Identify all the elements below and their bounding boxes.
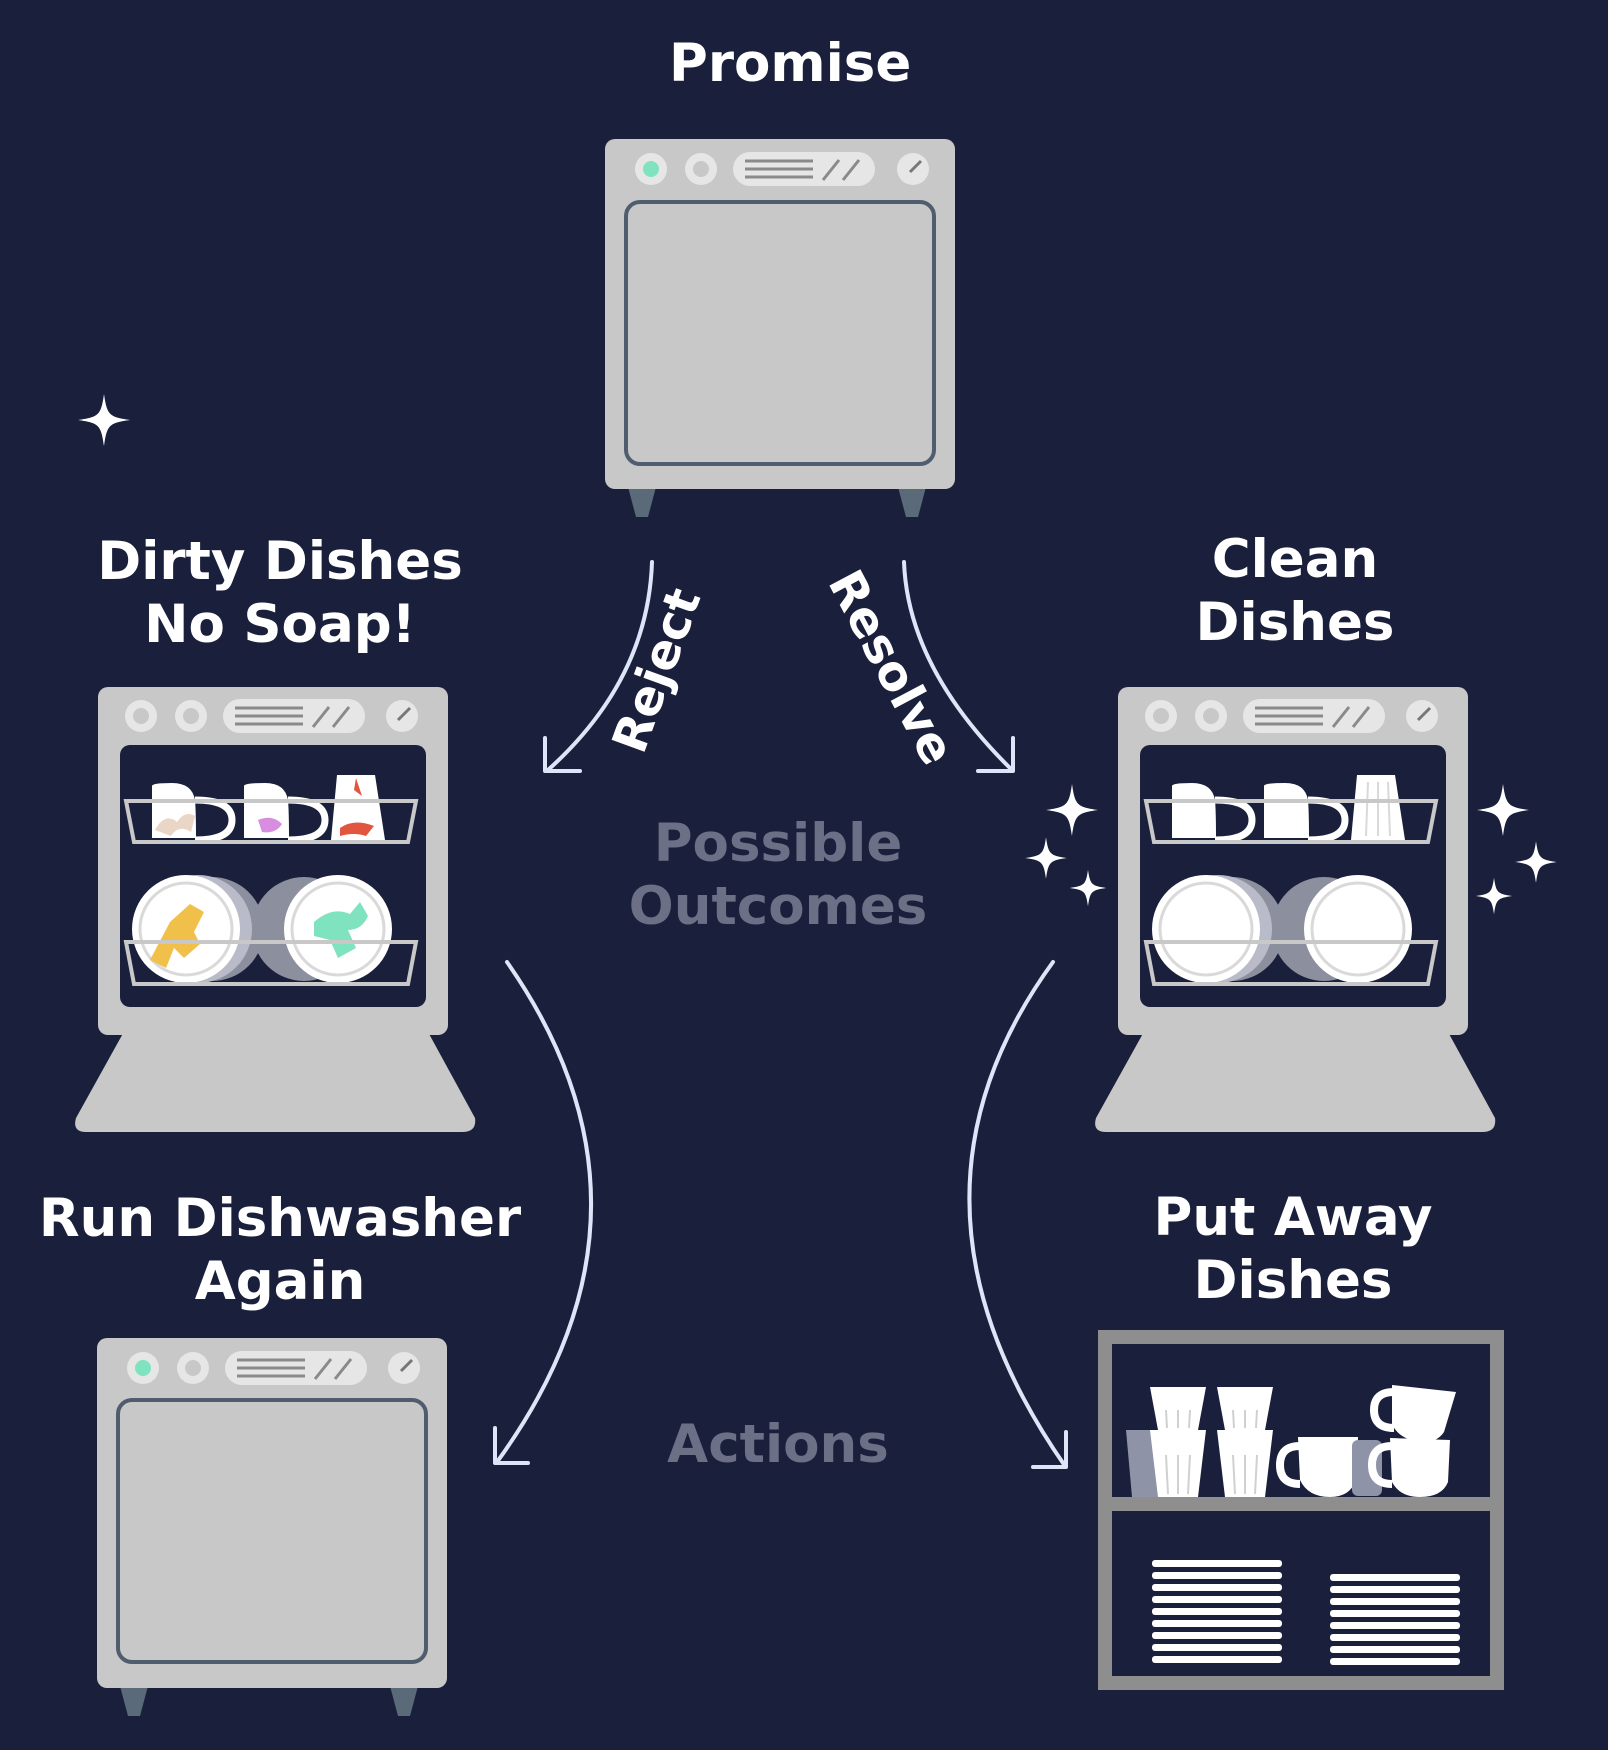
run-again-dishwasher [97,1338,447,1716]
put-away-label: Put Away Dishes [1093,1186,1493,1312]
promise-title: Promise [669,33,912,94]
sparkle-icon [1025,837,1067,879]
put-away-label-line1: Put Away [1153,1187,1433,1248]
sparkle-icon [1515,841,1557,883]
reject-arrowhead [543,736,582,773]
possible-outcomes-line2: Outcomes [628,876,928,937]
sparkle-icon [1069,869,1107,907]
dirty-dishes-label-line2: No Soap! [144,594,416,655]
rerun-arrowhead [493,1426,530,1465]
resolve-label: Resolve [817,561,966,774]
run-again-label-line2: Again [194,1251,366,1312]
promise-dishwasher [605,139,955,517]
dish-cabinet [1098,1330,1504,1690]
put-away-arrowhead [1031,1430,1068,1469]
resolve-arrow [902,560,1014,772]
reject-label: Reject [602,581,713,760]
clean-dishes-label-line1: Clean [1211,529,1379,590]
resolve-arrowhead [976,736,1015,773]
possible-outcomes-label: Possible Outcomes [578,812,978,938]
rerun-arrow [495,960,593,1464]
actions-label: Actions [667,1414,889,1475]
sparkle-icon [1046,784,1098,836]
put-away-arrow [967,960,1067,1468]
sparkle-icon [78,394,130,446]
possible-outcomes-line1: Possible [653,813,903,874]
sparkle-icon [1477,784,1529,836]
sparkle-icon [1475,877,1513,915]
dirty-dishes-label: Dirty Dishes No Soap! [80,530,480,656]
dirty-dishwasher [75,687,476,1132]
clean-dishwasher [1095,687,1496,1132]
run-again-label: Run Dishwasher Again [30,1187,530,1313]
clean-dishes-label-line2: Dishes [1195,592,1395,653]
run-again-label-line1: Run Dishwasher [38,1188,522,1249]
dirty-dishes-label-line1: Dirty Dishes [97,531,463,592]
clean-dishes-label: Clean Dishes [1095,528,1495,654]
put-away-label-line2: Dishes [1193,1250,1393,1311]
reject-arrow [546,560,654,772]
